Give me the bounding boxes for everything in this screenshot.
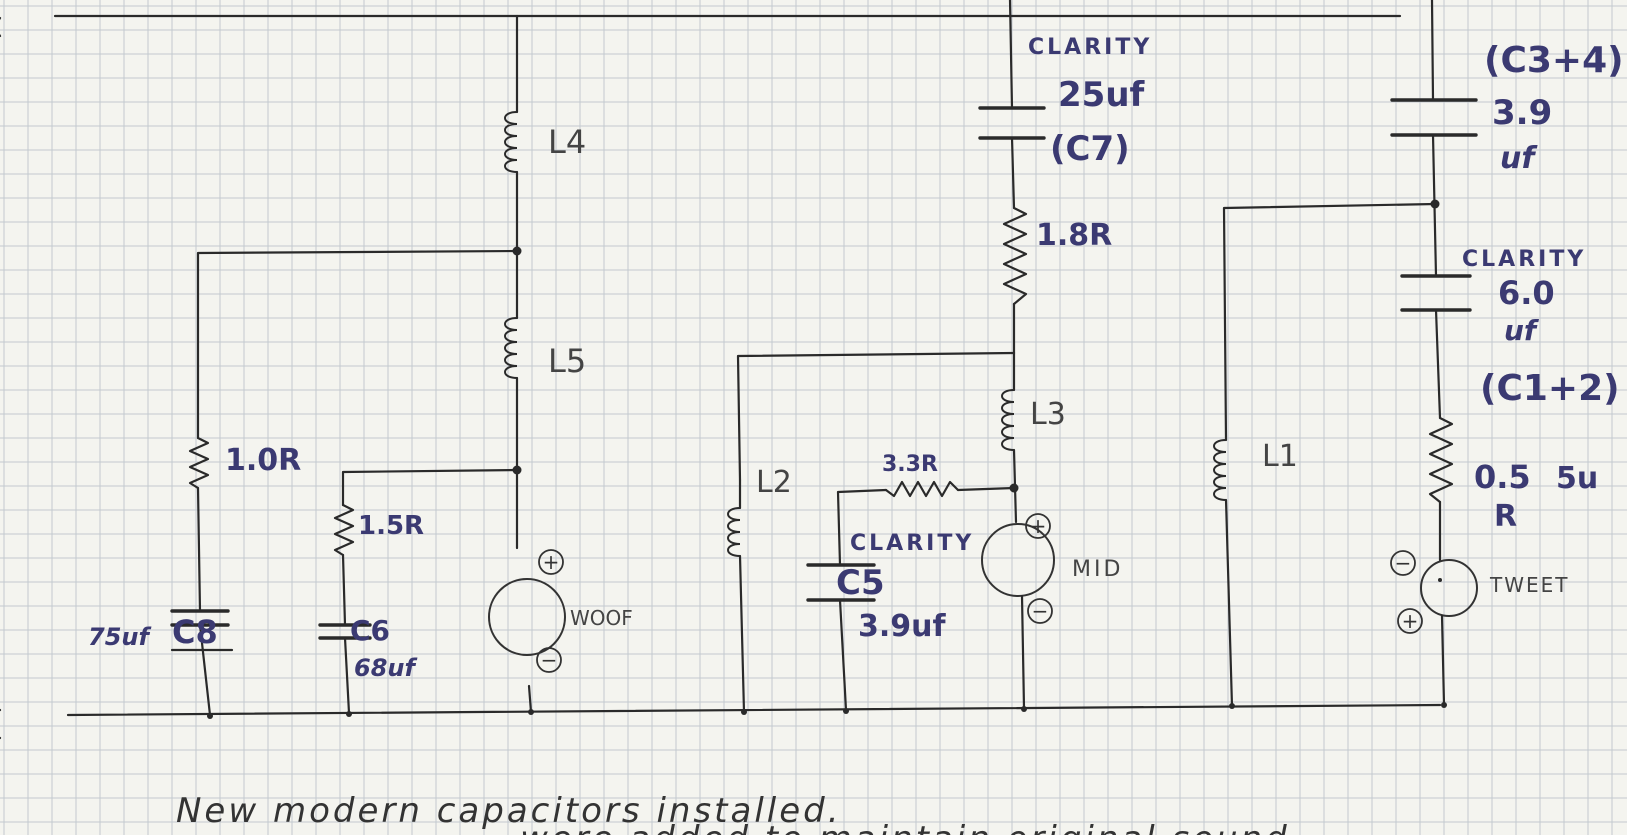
label-mid: MID [1072,557,1123,582]
label-r-0-5: 0.5 [1474,458,1531,496]
label-c12-name: (C1+2) [1480,368,1620,409]
resistor-1-5r [333,503,355,557]
mid-minus-terminal-icon [1027,598,1053,624]
inductor-l4 [504,111,518,173]
tweeter-center-dot [1438,578,1442,582]
label-l1: L1 [1262,439,1298,474]
label-tweet: TWEET [1489,573,1569,597]
note-line-2: were added to maintain original sound [520,819,1290,835]
ground-dot-c5 [843,708,849,714]
wire-woof-ground [527,684,533,714]
label-c8-name: C8 [172,613,218,651]
wire-l2-ground [738,554,746,714]
wire-r10-c8 [196,486,202,613]
tweet-plus-terminal-icon [1397,608,1423,634]
label-c7-name: (C7) [1050,129,1130,169]
mid-minus-sign: − [1032,599,1049,623]
wire-l1-ground [1224,498,1234,708]
wire-c7-top [1008,0,1014,110]
tweeter-speaker-icon [1420,559,1478,617]
label-r-0-5-unit: R [1494,499,1517,534]
label-r-1-5: 1.5R [358,511,424,541]
label-woof: WOOF [570,606,633,630]
inductor-l2 [727,507,741,557]
wire-tweet-ground [1440,614,1446,706]
woofer-minus-sign: − [541,648,558,672]
woofer-minus-terminal-icon [536,647,562,673]
resistor-1-0r [188,436,210,490]
wire-r33-c5 [836,488,888,567]
tweet-minus-sign: − [1395,551,1412,575]
wire-mid-ground [1020,594,1026,710]
label-r-1-0: 1.0R [225,443,301,478]
label-c5-value: 3.9uf [858,609,947,644]
woofer-plus-sign: + [543,550,560,574]
ground-dot-c8 [207,713,213,719]
label-l4: L4 [548,123,586,161]
resistor-0-5r [1428,416,1454,504]
midrange-speaker-icon [981,523,1055,597]
label-c7-brand: CLARITY [1028,35,1152,60]
wire-r15-c6 [341,553,347,627]
label-l3: L3 [1030,397,1066,432]
ground-dot-l1 [1229,703,1235,709]
woofer-speaker-icon [488,578,566,656]
label-l5: L5 [548,342,586,380]
inductor-l3 [1001,389,1015,451]
tweet-plus-sign: + [1402,609,1419,633]
label-c6-value: 68uf [354,654,417,682]
wire-c5-ground [838,598,848,712]
label-c12-unit: uf [1504,314,1540,347]
label-c34-unit: uf [1500,141,1538,176]
ground-dot-mid [1021,706,1027,712]
wire-l1-top [1222,202,1437,442]
label-c34-name: (C3+4) [1484,40,1624,81]
label-c12-brand: CLARITY [1462,247,1586,272]
label-r-1-8: 1.8R [1036,218,1112,253]
ground-dot-c6 [346,711,352,717]
note-line-1: New modern capacitors installed. [176,791,842,831]
tweet-minus-terminal-icon [1390,550,1416,576]
label-r-3-3: 3.3R [882,452,938,477]
wire-r33-right [956,486,1016,492]
woofer-plus-terminal-icon [538,549,564,575]
inductor-l1 [1213,439,1227,501]
wire-c8-ground [198,623,212,717]
wire-l2-top [736,351,1016,482]
mid-plus-sign: + [1030,514,1047,538]
label-c5-name: C5 [836,563,885,603]
resistor-3-3r [884,480,960,498]
wire-r10-top [196,249,519,440]
ground-dot-woof [528,709,534,715]
wire-c7-r18 [1010,136,1016,210]
wire-c34-top [1430,0,1435,102]
wire-r15-top [341,468,519,507]
label-l2: L2 [756,465,792,500]
label-tweet-5u: 5u [1556,461,1598,496]
ground-dot-tweet [1441,702,1447,708]
wire-c12-r05 [1434,308,1442,420]
ground-dot-l2 [741,709,747,715]
ground-rail [66,703,1442,717]
inductor-l5 [504,317,518,379]
label-c8-value: 75uf [88,623,151,651]
label-c34-value: 3.9 [1492,93,1552,133]
resistor-1-8r [1002,206,1028,306]
wire-c6-ground [343,636,351,715]
label-c6-name: C6 [350,614,390,647]
label-c5-brand: CLARITY [850,531,974,556]
label-c12-value: 6.0 [1498,274,1555,312]
label-c7-value: 25uf [1058,75,1146,115]
mid-plus-terminal-icon [1025,513,1051,539]
